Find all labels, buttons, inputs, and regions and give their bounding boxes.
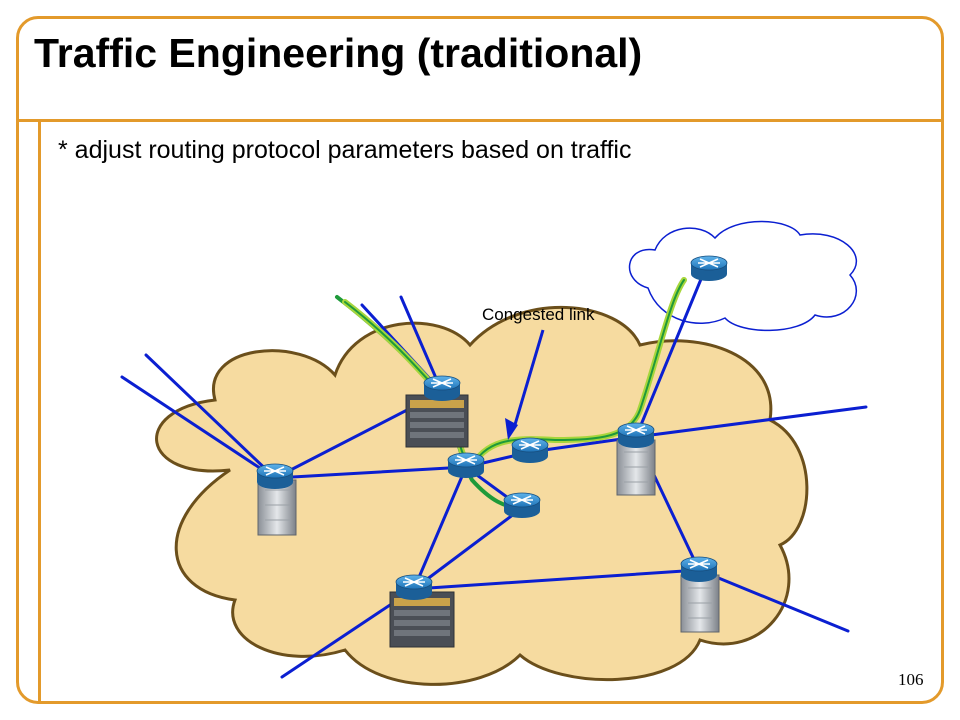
router-r2-icon [423, 375, 461, 402]
router-r3-icon [447, 452, 485, 479]
router-r8-icon [680, 556, 718, 583]
page-number: 106 [898, 670, 924, 689]
link-r1-r3 [273, 465, 468, 480]
chassis-r6 [616, 439, 656, 496]
link-r8-external [697, 568, 850, 633]
left-margin-rule [38, 122, 41, 704]
title-divider [16, 119, 944, 122]
congestion-arrow [505, 329, 545, 440]
slide-frame [16, 16, 944, 704]
congested-link-label: Congested link [482, 305, 595, 324]
link-r6-external [634, 405, 868, 439]
link-r1-external-a [120, 375, 277, 480]
router-r7-icon [395, 574, 433, 601]
link-r5-r7 [412, 506, 524, 591]
router-r5-icon [503, 492, 541, 519]
slide-title: Traffic Engineering (traditional) [34, 30, 643, 76]
router-r1-icon [256, 463, 294, 490]
link-r6-r9 [634, 265, 708, 439]
chassis-r8 [680, 574, 720, 633]
bullet-text: * adjust routing protocol parameters bas… [58, 136, 632, 164]
link-r7-r8 [412, 568, 701, 591]
link-r1-external-b [144, 353, 277, 480]
chassis-r2 [405, 394, 469, 448]
chassis-r7 [389, 591, 455, 648]
external-cloud [628, 220, 857, 332]
router-r4-icon [511, 437, 549, 464]
router-r6-icon [617, 422, 655, 449]
router-r9-icon [690, 255, 728, 282]
link-r3-r7 [412, 465, 468, 591]
